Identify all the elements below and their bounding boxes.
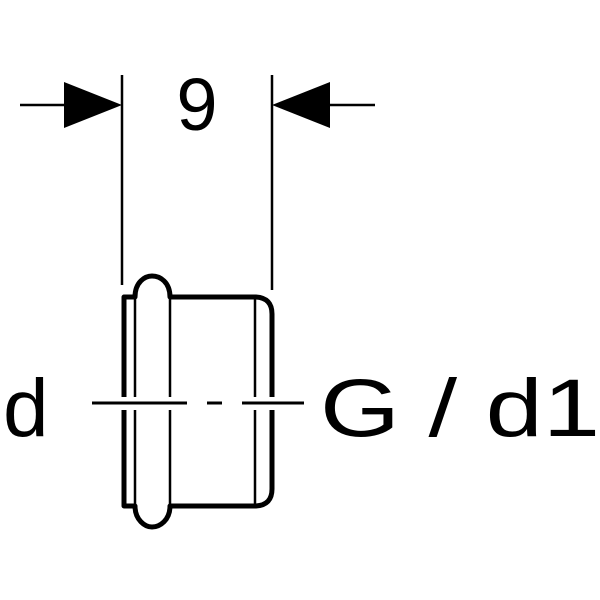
arrow-head-right-icon — [272, 82, 330, 128]
label-g-d1: G / d1 — [320, 363, 600, 454]
fitting-body — [121, 273, 275, 530]
dimension-lines — [20, 75, 375, 290]
dimension-value: 9 — [176, 63, 217, 146]
arrow-head-left-icon — [64, 82, 122, 128]
label-d: d — [3, 363, 49, 454]
outer-contour — [121, 273, 275, 530]
